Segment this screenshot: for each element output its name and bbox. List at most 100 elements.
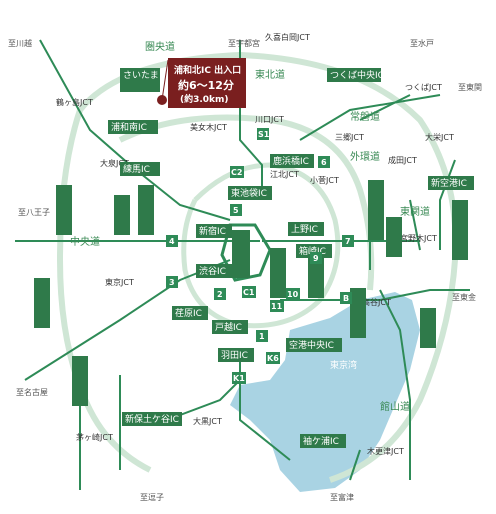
ic-box: 東池袋IC <box>228 186 272 200</box>
svg-text:新空港IC: 新空港IC <box>431 177 467 189</box>
callout-leader <box>161 59 169 101</box>
svg-text:さいたま 見沼IC: さいたま 見沼IC <box>123 70 189 81</box>
road-label: 圏央道 <box>145 40 175 53</box>
ic-box: 新宿IC <box>196 224 232 238</box>
svg-text:C2: C2 <box>231 168 242 177</box>
svg-text:練馬IC: 練馬IC <box>123 163 150 175</box>
ic-box: 空港中央IC <box>286 338 342 352</box>
svg-text:6: 6 <box>321 158 327 167</box>
location-marker <box>157 95 167 105</box>
ic-box: 袖ケ浦IC <box>300 434 346 448</box>
svg-text:戸越IC: 戸越IC <box>215 321 242 333</box>
jct-label: 川口JCT <box>255 115 284 124</box>
ic-box: 渋谷IC <box>196 264 232 278</box>
jct-label: 大黒JCT <box>193 416 222 426</box>
svg-text:2: 2 <box>217 290 223 299</box>
place-label: 至川越 <box>8 38 32 48</box>
ic-box <box>368 180 384 240</box>
ic-box: 新空港IC <box>428 176 474 190</box>
place-label: 至東金 <box>452 292 476 302</box>
jct-label: 鶴ヶ島JCT <box>56 97 93 107</box>
ic-box <box>56 185 72 235</box>
svg-text:鹿浜橋IC: 鹿浜橋IC <box>273 155 309 167</box>
svg-text:K1: K1 <box>233 374 245 383</box>
svg-text:4: 4 <box>169 237 175 246</box>
ic-box: 新保土ケ谷IC <box>122 412 182 426</box>
jct-label: つくばJCT <box>405 83 442 92</box>
place-label: 至逗子 <box>140 493 164 502</box>
svg-text:つくば中央IC: つくば中央IC <box>330 69 384 81</box>
svg-text:荏原IC: 荏原IC <box>175 308 202 319</box>
jct-label: 高谷JCT <box>362 297 391 307</box>
place-label: 至水戸 <box>410 38 434 48</box>
place-label: 至名古屋 <box>16 387 48 397</box>
c1-ring <box>220 223 272 282</box>
ic-box: 戸越IC <box>212 320 248 334</box>
svg-text:3: 3 <box>169 278 175 287</box>
ic-box: 荏原IC <box>172 306 208 320</box>
jct-label: 三郷JCT <box>335 133 364 142</box>
ic-box <box>138 185 154 235</box>
ic-box: 練馬IC <box>120 162 160 176</box>
ic-box: 鹿浜橋IC <box>270 154 314 168</box>
road-label: 東関道 <box>400 205 430 218</box>
svg-text:S1: S1 <box>258 130 270 139</box>
svg-text:上野IC: 上野IC <box>291 224 318 235</box>
svg-text:東池袋IC: 東池袋IC <box>231 187 267 199</box>
svg-text:袖ケ浦IC: 袖ケ浦IC <box>303 435 339 447</box>
place-label: 至東関 <box>458 82 482 92</box>
ic-box <box>34 278 50 328</box>
svg-text:11: 11 <box>271 302 283 311</box>
ic-box <box>270 248 286 298</box>
road-label: 常磐道 <box>350 110 380 123</box>
callout-box <box>168 58 246 108</box>
svg-text:浦和南IC: 浦和南IC <box>111 121 147 133</box>
jct-label: 東京JCT <box>105 277 134 287</box>
road-label: 館山道 <box>380 400 410 413</box>
callout-distance: (約3.0km) <box>180 93 229 105</box>
svg-text:新保土ケ谷IC: 新保土ケ谷IC <box>125 413 179 425</box>
jct-label: 江北JCT <box>270 170 299 179</box>
tokyo-bay <box>230 292 420 492</box>
jct-label: 小菅JCT <box>310 175 339 185</box>
svg-text:1: 1 <box>259 332 265 341</box>
ic-box <box>420 308 436 348</box>
place-label: 至八王子 <box>18 208 50 217</box>
road-label: 外環道 <box>350 150 380 163</box>
jct-label: 茅ヶ崎JCT <box>76 432 113 442</box>
svg-text:K6: K6 <box>267 354 279 363</box>
jct-label: 木更津JCT <box>367 446 404 456</box>
road-label: 東北道 <box>255 68 285 81</box>
jct-label: 成田JCT <box>388 155 417 165</box>
jct-label: 美女木JCT <box>190 122 227 132</box>
callout-time: 約6〜12分 <box>178 78 234 92</box>
ic-box: 羽田IC <box>218 348 254 362</box>
svg-text:空港中央IC: 空港中央IC <box>289 339 334 351</box>
ic-box: つくば中央IC <box>327 68 384 82</box>
svg-text:羽田IC: 羽田IC <box>221 350 248 361</box>
svg-text:渋谷IC: 渋谷IC <box>199 265 226 277</box>
jct-label: 久喜白岡JCT <box>265 32 310 42</box>
ic-box: 浦和南IC <box>108 120 158 134</box>
ic-box <box>452 200 468 260</box>
svg-text:B: B <box>343 294 349 303</box>
svg-text:5: 5 <box>233 206 239 215</box>
jct-label: 大栄JCT <box>425 132 454 142</box>
svg-text:C1: C1 <box>243 288 255 297</box>
road-label: 中央道 <box>70 235 100 248</box>
svg-text:9: 9 <box>313 254 319 263</box>
ic-box <box>386 217 402 257</box>
svg-text:新宿IC: 新宿IC <box>199 225 226 237</box>
place-label: 至宇都宮 <box>228 38 260 48</box>
callout-title: 浦和北IC 出入口 <box>174 64 241 76</box>
bay-label: 東京湾 <box>330 359 357 371</box>
jct-label: 大泉JCT <box>100 158 129 168</box>
ic-box: 上野IC <box>288 222 324 236</box>
jct-label: 宮野木JCT <box>400 233 437 243</box>
ic-box: さいたま 見沼IC <box>120 68 189 92</box>
ic-box <box>72 356 88 406</box>
ic-box <box>232 230 250 278</box>
ic-box <box>350 288 366 338</box>
